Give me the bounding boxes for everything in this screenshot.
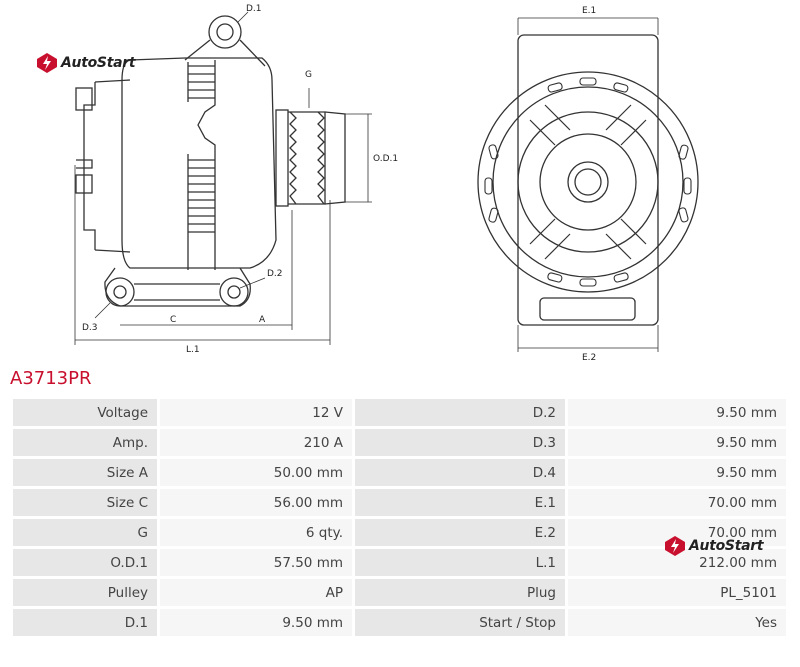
spec-value: 12 V — [160, 399, 352, 426]
label-g: G — [305, 70, 312, 80]
label-d1: D.1 — [246, 4, 262, 14]
label-d2: D.2 — [267, 269, 283, 279]
brand-name: AutoStart — [61, 55, 136, 71]
spec-label: Plug — [355, 579, 565, 606]
label-od1: O.D.1 — [373, 154, 398, 164]
spec-value: 9.50 mm — [568, 429, 786, 456]
spec-label: O.D.1 — [13, 549, 157, 576]
spec-label: D.4 — [355, 459, 565, 486]
spec-label: E.1 — [355, 489, 565, 516]
spec-value: 70.00 mm — [568, 489, 786, 516]
spec-value: 6 qty. — [160, 519, 352, 546]
label-e1: E.1 — [582, 6, 596, 16]
spec-value: 9.50 mm — [568, 459, 786, 486]
spec-label: D.1 — [13, 609, 157, 636]
spec-label: Voltage — [13, 399, 157, 426]
autostart-logo-icon — [37, 53, 57, 73]
alternator-technical-drawing: D.1 G O.D.1 D.2 D.3 C A L.1 E.1 E.2 — [74, 4, 699, 363]
spec-value: 50.00 mm — [160, 459, 352, 486]
label-a: A — [259, 315, 266, 325]
label-e2: E.2 — [582, 353, 596, 363]
spec-label: D.3 — [355, 429, 565, 456]
spec-value: 56.00 mm — [160, 489, 352, 516]
spec-value: PL_5101 — [568, 579, 786, 606]
autostart-logo-watermark: AutoStart — [664, 535, 764, 557]
label-d3: D.3 — [82, 323, 98, 333]
autostart-logo-icon — [665, 536, 685, 556]
brand-name: AutoStart — [689, 538, 764, 554]
spec-label: Pulley — [13, 579, 157, 606]
spec-label: D.2 — [355, 399, 565, 426]
spec-label: G — [13, 519, 157, 546]
spec-label: Size A — [13, 459, 157, 486]
label-l1: L.1 — [186, 345, 200, 355]
autostart-logo: AutoStart — [36, 52, 136, 74]
spec-label: L.1 — [355, 549, 565, 576]
spec-value: 9.50 mm — [160, 609, 352, 636]
spec-value: AP — [160, 579, 352, 606]
spec-value: 210 A — [160, 429, 352, 456]
part-number: A3713PR — [10, 368, 92, 389]
spec-label: Amp. — [13, 429, 157, 456]
spec-label: E.2 — [355, 519, 565, 546]
spec-label: Start / Stop — [355, 609, 565, 636]
spec-value: 57.50 mm — [160, 549, 352, 576]
spec-value: Yes — [568, 609, 786, 636]
label-c: C — [170, 315, 176, 325]
spec-value: 9.50 mm — [568, 399, 786, 426]
spec-label: Size C — [13, 489, 157, 516]
